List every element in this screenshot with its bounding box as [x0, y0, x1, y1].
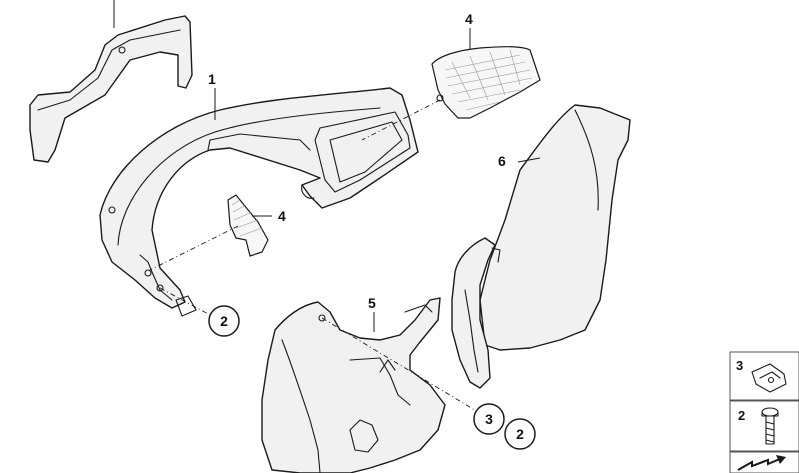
svg-text:3: 3: [485, 411, 493, 427]
callout-part-5: 5: [368, 295, 376, 311]
arrow-icon: [737, 455, 786, 471]
legend: 3 2: [729, 351, 799, 473]
circle-ref-2-bottom: 2: [504, 418, 536, 450]
legend-clip-label: 3: [736, 358, 743, 373]
circle-ref-3-bottom: 3: [473, 403, 505, 435]
circle-ref-2-left: 2: [208, 305, 240, 337]
callout-part-4-mid: 4: [278, 208, 286, 224]
legend-arrow-box: [729, 451, 799, 473]
svg-text:2: 2: [220, 313, 228, 329]
lower-panel-part-5: [261, 297, 446, 473]
arch-panel-part-1: [99, 87, 419, 309]
pad-part-4-mid: [227, 194, 272, 257]
callout-part-4-top: 4: [465, 11, 473, 27]
callout-part-6: 6: [498, 153, 506, 169]
screw-icon: [761, 407, 779, 445]
callout-part-1: 1: [208, 71, 216, 87]
top-left-trim-part: [29, 0, 193, 163]
spring-clip-icon: [751, 363, 787, 393]
legend-screw-label: 2: [738, 408, 745, 423]
side-panel-part-6: [451, 104, 631, 389]
alignment-lines: [149, 99, 479, 413]
pad-part-4-top: [431, 28, 541, 119]
svg-text:2: 2: [516, 426, 524, 442]
